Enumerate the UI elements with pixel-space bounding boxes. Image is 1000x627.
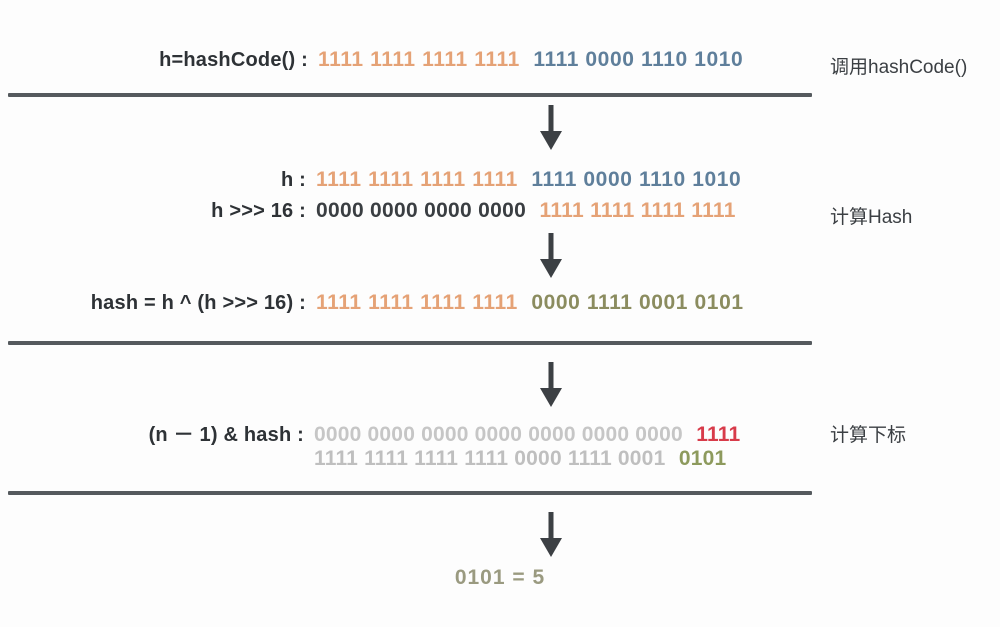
divider-rule-1 [8,93,812,97]
row-label-h-shifted: h >>> 16 : [211,200,306,222]
bit-group-high: 0000 0000 0000 0000 [316,199,527,222]
caption-call-hashcode: 调用hashCode() [830,57,968,78]
bits-mask: 0000 0000 0000 0000 0000 0000 0000 1111 [314,423,740,447]
divider-rule-3 [8,491,812,495]
bit-group-low: 1111 1111 1111 1111 [539,199,736,222]
bit-group-low: 0000 1111 0001 0101 [531,291,744,314]
row-label-index: (n － 1) & hash : [148,424,304,446]
bit-group-high: 1111 1111 1111 1111 [316,291,518,314]
bit-group-high: 0000 0000 0000 0000 0000 0000 0000 [314,423,683,446]
bit-group-low-highlight: 1111 [696,423,741,446]
result-row: 0101 = 5 [0,566,1000,590]
bit-group-low: 1111 0000 1110 1010 [531,168,742,191]
bits-h-shifted: 0000 0000 0000 0000 1111 1111 1111 1111 [316,199,736,223]
row-label-hash: hash = h ^ (h >>> 16) : [90,292,306,314]
bit-group-high: 1111 1111 1111 1111 [318,48,520,71]
bit-group-low-highlight: 0101 [678,447,727,470]
row-hash: hash = h ^ (h >>> 16) : 1111 1111 1111 1… [34,291,744,315]
result-value: 0101 = 5 [454,566,546,589]
caption-compute-index: 计算下标 [830,425,907,446]
bit-group-low: 1111 0000 1110 1010 [533,48,744,71]
bit-group-high: 1111 1111 1111 1111 [316,168,518,191]
row-index-mask: (n － 1) & hash : 0000 0000 0000 0000 000… [96,418,741,447]
bits-h: 1111 1111 1111 1111 1111 0000 1110 1010 [316,168,741,192]
bits-hash-operand: 1111 1111 1111 1111 0000 1111 0001 0101 [314,447,726,471]
row-label-h: h : [280,169,306,191]
down-arrow-icon [534,362,568,408]
row-h: h : 1111 1111 1111 1111 1111 0000 1110 1… [154,168,741,192]
caption-compute-hash: 计算Hash [830,207,913,228]
row-index-hash: 1111 1111 1111 1111 0000 1111 0001 0101 [96,447,726,471]
bits-hash: 1111 1111 1111 1111 0000 1111 0001 0101 [316,291,744,315]
row-h-shifted: h >>> 16 : 0000 0000 0000 0000 1111 1111… [154,199,736,223]
row-hashcode: h=hashCode() : 1111 1111 1111 1111 1111 … [116,48,743,72]
divider-rule-2 [8,341,812,345]
down-arrow-icon [534,233,568,279]
down-arrow-icon [534,105,568,151]
down-arrow-icon [534,512,568,558]
bits-hashcode: 1111 1111 1111 1111 1111 0000 1110 1010 [318,48,743,72]
row-label-hashcode: h=hashCode() : [159,49,308,71]
bit-group-high: 1111 1111 1111 1111 0000 1111 0001 [314,447,666,470]
